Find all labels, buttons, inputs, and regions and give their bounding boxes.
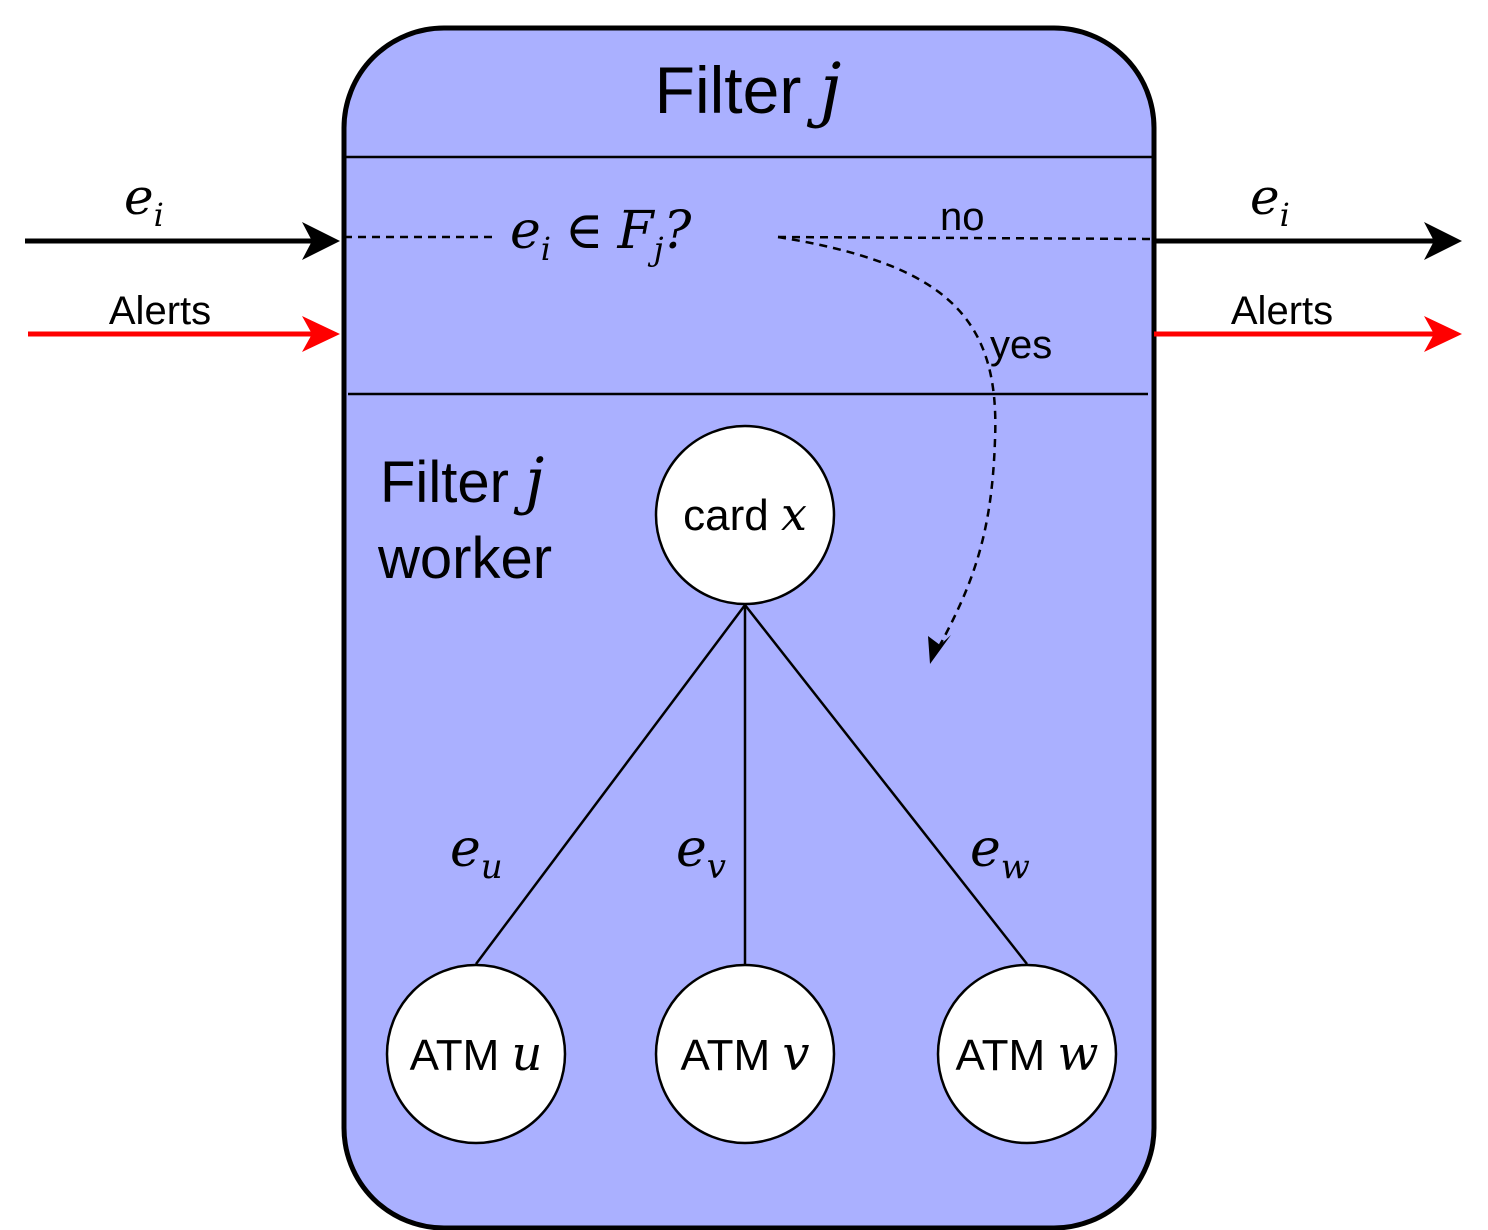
input-event-arrowhead — [302, 222, 340, 260]
yes-label: yes — [990, 323, 1052, 367]
svg-text:card x: card x — [683, 487, 807, 541]
svg-text:ATM u: ATM u — [410, 1026, 543, 1082]
svg-text:ATM v: ATM v — [681, 1026, 810, 1082]
svg-text:ATM w: ATM w — [956, 1026, 1099, 1082]
edge-card-atm-u — [474, 604, 747, 965]
output-event-label: ei — [1250, 168, 1290, 234]
no-label: no — [940, 195, 985, 239]
worker-label-line1: Filter j — [380, 444, 544, 517]
yes-branch-arrowhead — [928, 635, 951, 664]
worker-label-line2: worker — [377, 526, 552, 591]
output-alerts-arrowhead — [1424, 316, 1462, 352]
output-alerts-label: Alerts — [1231, 289, 1333, 333]
filter-title: Filter j — [655, 48, 842, 130]
condition-label: ei∈Fj? — [510, 201, 693, 268]
node-atm-w: ATM w — [936, 963, 1118, 1145]
edge-card-atm-w — [744, 604, 1028, 965]
filter-box — [341, 25, 1157, 1230]
edge-label-ew: ew — [970, 819, 1030, 887]
edge-label-ev: ev — [676, 819, 726, 887]
no-branch-dashed — [777, 235, 1155, 241]
input-alerts-arrowhead — [302, 316, 340, 352]
yes-branch-dashed — [777, 235, 997, 646]
output-event-arrowhead — [1424, 222, 1462, 260]
input-alerts-label: Alerts — [109, 289, 211, 333]
input-event-label: ei — [124, 168, 164, 234]
node-card-x: card x — [654, 424, 836, 606]
edge-label-eu: eu — [450, 819, 503, 887]
node-atm-v: ATM v — [654, 963, 836, 1145]
node-atm-u: ATM u — [385, 963, 567, 1145]
